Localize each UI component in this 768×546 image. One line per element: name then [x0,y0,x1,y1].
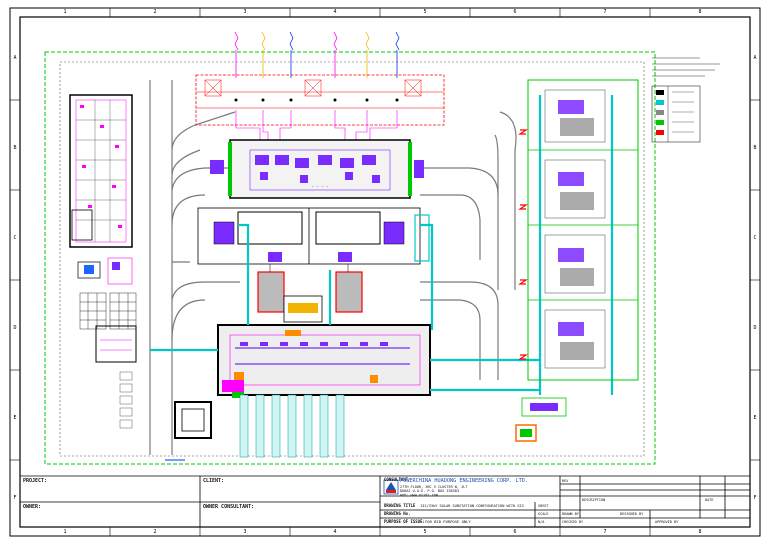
zone-label-row-d-right: D [753,325,757,331]
control-building [69,94,133,248]
zone-label-col-8-bottom: 8 [698,529,702,535]
zone-label-col-4-bottom: 4 [333,529,337,535]
consultant-name: POWERCHINA HUADONG ENGINEERING CORP. LTD… [400,478,529,484]
zone-label-row-a-right: A [753,55,757,61]
outgoing-feeders [239,394,345,458]
zone-label-row-b-right: B [753,145,757,151]
owner-consultant-label: OWNER CONSULTANT: [203,504,255,510]
zone-label-row-f: F [13,495,17,501]
site-boundary [59,61,645,457]
drawn-by-label: DRAWN BY [562,512,579,516]
zone-label-col-5-bottom: 5 [423,529,427,535]
title-block-frame [20,475,750,527]
zone-label-col-7: 7 [603,9,607,15]
scale-value: N/A [538,520,545,524]
drawing-number-label: DRAWING No. [384,511,411,516]
consultant-web: web: www.ecidi.com [400,493,438,497]
company-logo-icon [383,479,399,495]
outer-border [9,7,761,537]
zone-label-col-2-bottom: 2 [153,529,157,535]
zone-label-col-7-bottom: 7 [603,529,607,535]
purpose-of-issue-label: PURPOSE OF ISSUE: [384,519,425,524]
consultant-label: CONSULTANT [384,477,409,482]
zone-ticks [10,8,760,536]
auxiliary-equipment [77,257,137,429]
zone-label-col-8: 8 [698,9,702,15]
zone-label-col-5: 5 [423,9,427,15]
zone-label-col-6: 6 [513,9,517,15]
zone-label-col-3: 3 [243,9,247,15]
sheet-label: SHEET [538,504,549,508]
project-label: PROJECT: [23,478,48,484]
drawing-title: 132/33kV SOLAR SUBSTATION CONFIGURATION … [420,504,524,508]
client-label: CLIENT: [203,478,225,484]
overhead-line-entries [195,31,445,140]
description-label: DESCRIPTION [582,498,606,502]
site-fence-outer [44,51,656,465]
inner-border [19,16,751,528]
consultant-address-line-1: 27TH FLOOR, JBC 5 CLUSTER W, JLT [400,485,468,489]
purpose-of-issue-value: FOR BID PURPOSE ONLY [425,519,471,524]
consultant-address-line-2: DUBAI U.A.E. P.O. BOX 336383 [400,489,460,493]
zone-label-row-e: E [13,415,17,421]
gis-building: - - - - [210,139,424,199]
zone-label-col-1-bottom: 1 [63,529,67,535]
transformer-bays [197,207,430,265]
zone-label-row-a: A [13,55,17,61]
rev-label: REV [562,479,569,483]
zone-label-col-4: 4 [333,9,337,15]
cable-trenches [150,95,614,395]
gatehouse [165,401,212,461]
zone-label-row-c: C [13,235,17,241]
power-transformers [257,264,363,323]
inverter-stations [515,79,639,442]
switchgear-building [217,324,431,398]
drawing-title-label: DRAWING TITLE [384,503,416,508]
legend [651,57,720,143]
zone-label-row-b: B [13,145,17,151]
date-label: DATE [705,498,714,502]
internal-roads [149,80,517,455]
zone-label-row-e-right: E [753,415,757,421]
checked-by-label: CHECKED BY [562,520,584,524]
zone-label-col-1: 1 [63,9,67,15]
zone-label-row-f-right: F [753,495,757,501]
owner-label: OWNER: [23,504,42,510]
zone-label-col-2: 2 [153,9,157,15]
zone-label-col-3-bottom: 3 [243,529,247,535]
svg-text:- - - -: - - - - [312,184,329,189]
scale-label: SCALE [538,512,549,516]
zone-label-row-d: D [13,325,17,331]
zone-label-row-c-right: C [753,235,757,241]
zone-label-col-6-bottom: 6 [513,529,517,535]
approved-by-label: APPROVED BY [655,520,679,524]
designed-by-label: DESIGNED BY [620,512,644,516]
